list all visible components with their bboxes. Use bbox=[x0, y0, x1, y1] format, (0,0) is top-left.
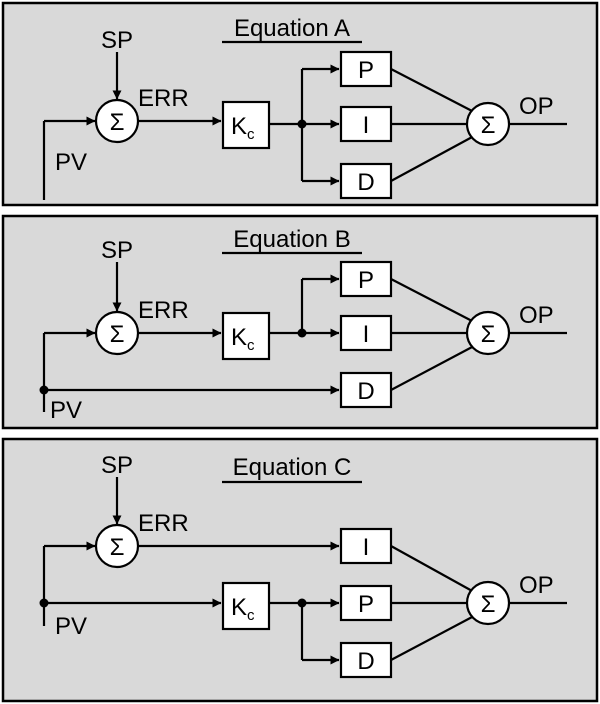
err-label: ERR bbox=[138, 297, 189, 324]
i-label: I bbox=[363, 112, 370, 139]
p-label: P bbox=[358, 267, 374, 294]
i-block bbox=[339, 527, 393, 565]
p-label: P bbox=[358, 57, 374, 84]
d-label: D bbox=[357, 378, 374, 405]
gain-block bbox=[221, 311, 271, 361]
p-output bbox=[390, 68, 475, 113]
i-block bbox=[339, 314, 393, 352]
p-block bbox=[339, 260, 393, 298]
p-output bbox=[390, 278, 475, 323]
sum-out-symbol: Σ bbox=[481, 112, 496, 139]
d-block bbox=[339, 371, 393, 409]
sum-symbol: Σ bbox=[110, 109, 125, 136]
d-output bbox=[390, 615, 475, 661]
sum-out-symbol: Σ bbox=[481, 591, 496, 618]
pv-label: PV bbox=[50, 397, 82, 424]
panel-background bbox=[1, 1, 599, 207]
pv-label: PV bbox=[55, 613, 87, 640]
sp-label: SP bbox=[101, 452, 133, 479]
d-output bbox=[390, 345, 475, 391]
panel-title: Equation A bbox=[234, 15, 350, 42]
i-label: I bbox=[363, 321, 370, 348]
sp-label: SP bbox=[101, 237, 133, 264]
err-label: ERR bbox=[138, 510, 189, 537]
d-label: D bbox=[357, 648, 374, 675]
d-output bbox=[390, 135, 475, 182]
i-block bbox=[339, 105, 393, 143]
op-label: OP bbox=[519, 302, 554, 329]
gain-symbol: Kc bbox=[231, 113, 255, 143]
p-label: P bbox=[358, 591, 374, 618]
panel-title: Equation B bbox=[233, 226, 350, 253]
i-label: I bbox=[363, 534, 370, 561]
err-label: ERR bbox=[138, 85, 189, 112]
gain-symbol: Kc bbox=[231, 324, 255, 354]
panel-equation-b: Equation B SP PV Σ ERR Kc P I D Σ OP bbox=[1, 214, 599, 430]
sum-out-symbol: Σ bbox=[481, 321, 496, 348]
d-block bbox=[339, 162, 393, 200]
op-label: OP bbox=[519, 93, 554, 120]
gain-block bbox=[221, 581, 271, 631]
sum-symbol: Σ bbox=[110, 321, 125, 348]
i-output bbox=[390, 545, 475, 593]
op-label: OP bbox=[519, 572, 554, 599]
sp-label: SP bbox=[101, 27, 133, 54]
gain-symbol: Kc bbox=[231, 594, 255, 624]
pv-label: PV bbox=[55, 149, 87, 176]
sum-symbol: Σ bbox=[110, 534, 125, 561]
panel-equation-a: Equation A SP PV Σ ERR Kc P I D Σ OP bbox=[1, 1, 599, 207]
p-block bbox=[339, 584, 393, 622]
panel-title: Equation C bbox=[233, 454, 352, 481]
d-label: D bbox=[357, 169, 374, 196]
gain-block bbox=[221, 100, 271, 150]
panel-equation-c: Equation C SP PV Σ ERR Kc I P D Σ OP bbox=[1, 437, 599, 703]
